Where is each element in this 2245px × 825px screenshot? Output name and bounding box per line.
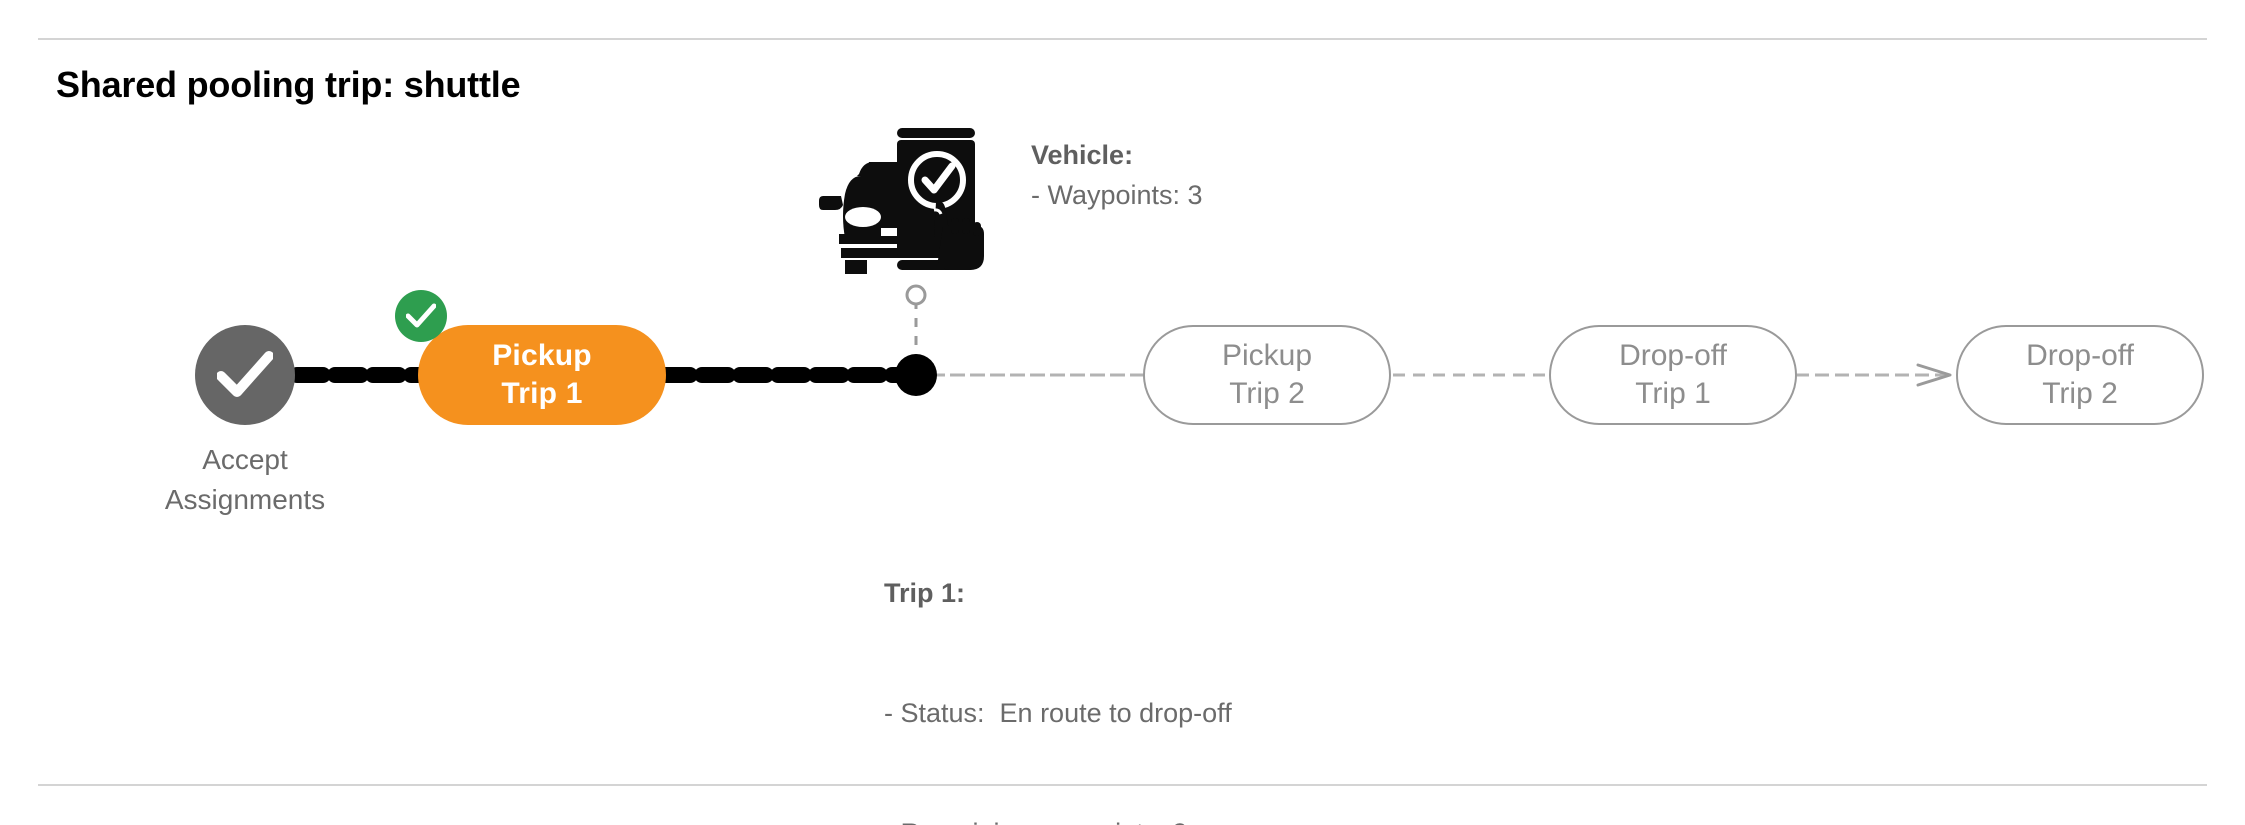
accept-label-line2: Assignments xyxy=(164,484,326,515)
node-dropoff-trip-2-line2: Trip 2 xyxy=(2042,377,2118,410)
vehicle-waypoints-line: - Waypoints: 3 xyxy=(1031,180,1203,210)
trip1-header-text: Trip 1 xyxy=(884,578,957,608)
vehicle-annotation-header: Vehicle: xyxy=(1031,135,1203,175)
node-dropoff-trip-1[interactable]: Drop-off Trip 1 xyxy=(1549,325,1797,425)
node-accept-assignments-label: Accept Assignments xyxy=(95,440,395,520)
node-pickup-trip-2-line1: Pickup xyxy=(1221,339,1313,372)
route-arrowhead xyxy=(1916,363,1952,387)
node-pickup-trip-1-line2: Trip 1 xyxy=(501,377,583,410)
top-divider xyxy=(38,38,2207,40)
trip1-header-colon: : xyxy=(956,578,966,608)
vehicle-position-dot xyxy=(895,354,937,396)
page-title: Shared pooling trip: shuttle xyxy=(56,64,521,105)
node-dropoff-trip-1-line2: Trip 1 xyxy=(1635,377,1711,410)
vehicle-header-text: Vehicle xyxy=(1031,140,1125,170)
trip1-status-line: - Status: En route to drop-off xyxy=(884,698,1232,728)
node-accept-assignments[interactable] xyxy=(195,325,295,425)
node-pickup-trip-2-line2: Trip 2 xyxy=(1229,377,1305,410)
trips-annotation: Trip 1: - Status: En route to drop-off -… xyxy=(884,493,1232,825)
small-hollow-circle-icon xyxy=(905,284,927,306)
node-dropoff-trip-1-line1: Drop-off xyxy=(1619,339,1727,372)
node-dropoff-trip-2-line1: Drop-off xyxy=(2026,339,2134,372)
vehicle-annotation: Vehicle: - Waypoints: 3 xyxy=(1031,135,1203,215)
trip1-waypoints-line: - Remaining waypoints: 2 xyxy=(884,813,1232,825)
accept-circle xyxy=(195,325,295,425)
node-dropoff-trip-2[interactable]: Drop-off Trip 2 xyxy=(1956,325,2204,425)
node-pickup-trip-1-line1: Pickup xyxy=(492,339,592,372)
node-pickup-trip-2[interactable]: Pickup Trip 2 xyxy=(1143,325,1391,425)
node-pickup-trip-1[interactable]: Pickup Trip 1 xyxy=(418,325,666,425)
check-badge-icon xyxy=(395,290,447,342)
vehicle-header-colon: : xyxy=(1124,140,1134,170)
accept-label-line1: Accept xyxy=(202,444,288,475)
bottom-divider xyxy=(38,784,2207,786)
vehicle-app-checkin-icon xyxy=(819,128,984,274)
check-circle-filled-icon xyxy=(217,351,273,397)
trip1-header: Trip 1: xyxy=(884,573,1232,613)
